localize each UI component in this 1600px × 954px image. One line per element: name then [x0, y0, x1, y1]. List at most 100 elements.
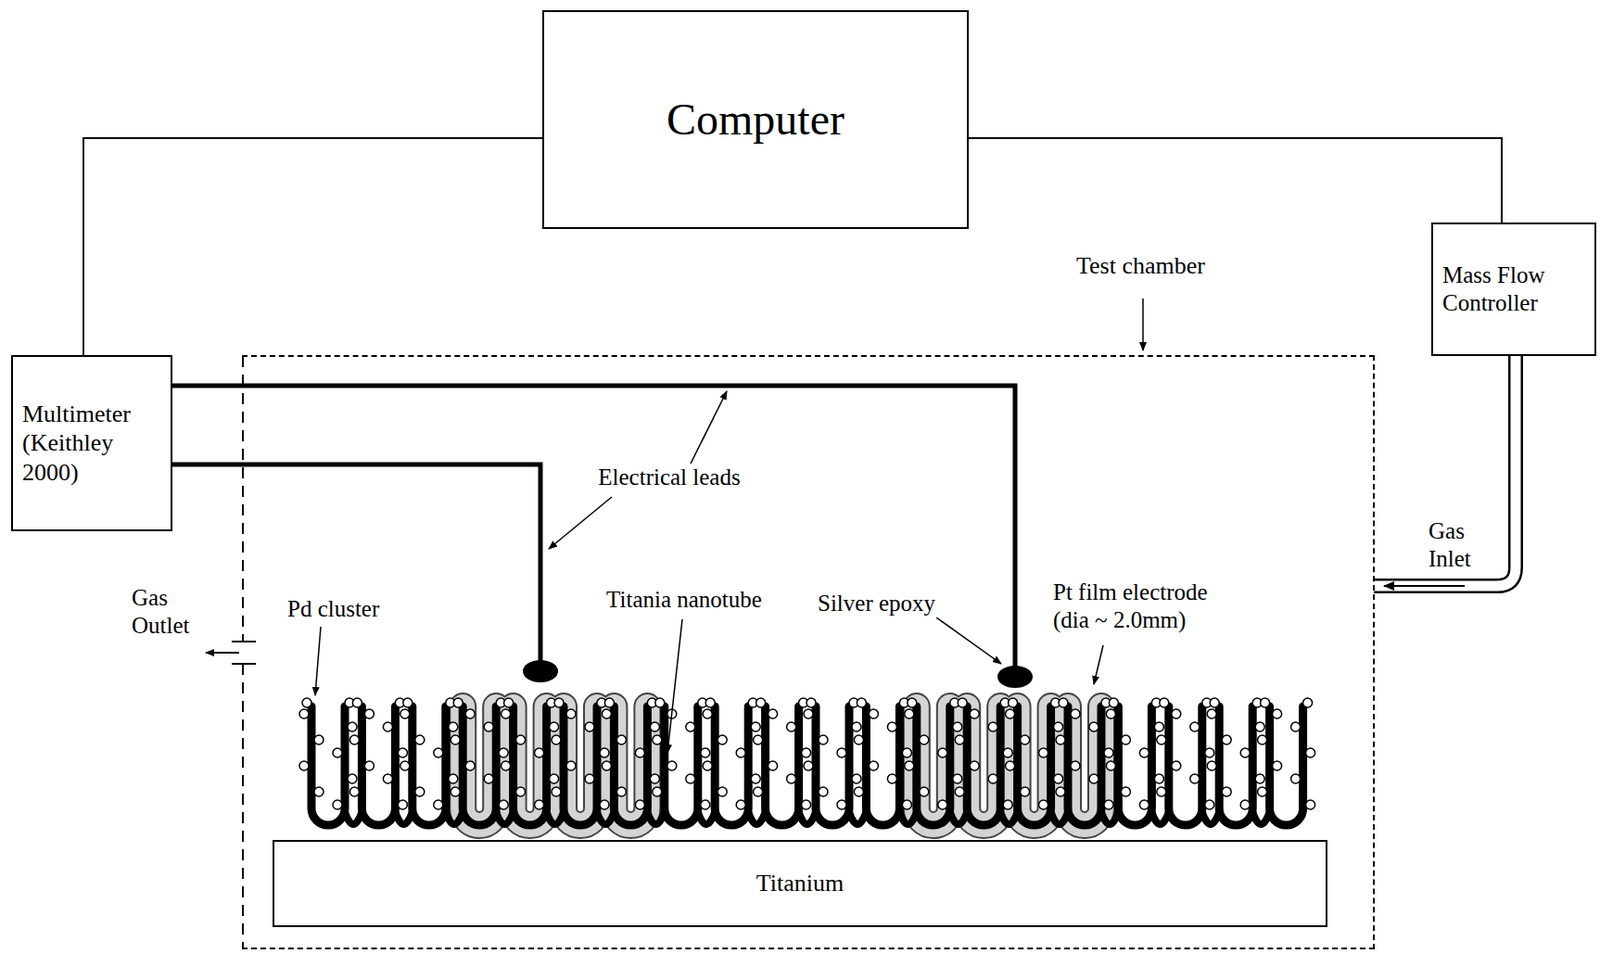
part-label: Electrical leads: [596, 463, 742, 492]
pd-cluster: [498, 800, 508, 810]
pd-cluster: [801, 800, 812, 810]
pd-cluster: [604, 698, 614, 708]
pd-cluster: [702, 761, 712, 771]
nanotube: [1067, 706, 1102, 826]
pd-cluster: [549, 722, 559, 732]
pd-cluster: [1039, 748, 1049, 758]
pd-cluster: [1156, 735, 1167, 745]
lead-wire: [172, 464, 541, 662]
pt-film: [563, 706, 597, 826]
pd-cluster: [702, 709, 712, 719]
pd-cluster: [1139, 800, 1149, 810]
pd-cluster: [1240, 800, 1250, 810]
pd-cluster: [1240, 748, 1250, 758]
pd-cluster: [969, 709, 979, 719]
pd-cluster: [803, 709, 813, 719]
pd-cluster: [1139, 748, 1149, 758]
pd-cluster: [768, 709, 778, 719]
pd-cluster: [516, 735, 526, 745]
connector: [968, 138, 1502, 223]
pd-cluster: [1039, 800, 1049, 810]
pd-cluster: [349, 787, 359, 797]
pd-cluster: [652, 735, 662, 745]
pd-cluster: [717, 787, 727, 797]
nanotube: [1269, 706, 1304, 826]
pd-cluster: [483, 722, 494, 732]
pd-cluster: [1053, 774, 1064, 784]
pd-cluster: [347, 722, 357, 732]
pd-cluster: [652, 787, 662, 797]
pd-cluster: [448, 774, 458, 784]
leader-line: [1093, 645, 1104, 685]
pt-film: [513, 706, 547, 826]
nanotube: [865, 706, 900, 826]
pt-film: [1067, 706, 1102, 826]
box-label: Titanium: [756, 868, 844, 898]
pd-cluster: [1190, 774, 1200, 784]
pd-cluster: [887, 774, 897, 784]
pd-cluster: [400, 709, 410, 719]
nanotube: [1117, 706, 1152, 826]
nanotube: [1017, 706, 1052, 826]
pd-cluster: [601, 709, 611, 719]
nanotube: [361, 706, 395, 826]
pd-cluster: [1255, 774, 1265, 784]
multimeter-box: Multimeter (Keithley 2000): [11, 355, 173, 532]
pd-cluster: [1291, 774, 1301, 784]
pd-cluster: [904, 761, 915, 771]
nanotube: [664, 706, 699, 826]
titanium-substrate: Titanium: [272, 839, 1328, 927]
pd-cluster: [1055, 735, 1066, 745]
box-label: Computer: [666, 92, 845, 147]
pd-cluster: [938, 748, 948, 758]
pd-cluster: [1020, 735, 1030, 745]
pd-cluster: [554, 698, 564, 708]
pd-cluster: [753, 787, 763, 797]
pt-film: [966, 706, 1001, 826]
pd-cluster: [1120, 787, 1131, 797]
pd-cluster: [1154, 722, 1164, 732]
nanotube: [1219, 706, 1253, 826]
part-label: Pt film electrode (dia ~ 2.0mm): [1051, 578, 1241, 635]
silver-epoxy-blob: [522, 660, 559, 683]
pd-cluster: [1120, 735, 1131, 745]
pd-cluster: [299, 709, 309, 719]
pd-cluster: [901, 748, 912, 758]
pd-cluster: [1020, 787, 1030, 797]
pd-cluster: [649, 774, 660, 784]
pd-cluster: [1005, 709, 1016, 719]
pt-film: [613, 706, 648, 826]
pd-cluster: [952, 774, 963, 784]
pd-cluster: [382, 722, 393, 732]
pd-cluster: [1008, 698, 1018, 708]
pd-cluster: [1171, 709, 1181, 719]
pd-cluster: [1003, 748, 1013, 758]
pd-cluster: [483, 774, 494, 784]
pd-cluster: [1303, 698, 1313, 708]
pd-cluster: [787, 722, 797, 732]
pd-cluster: [1070, 761, 1080, 771]
pd-cluster: [837, 748, 847, 758]
pd-cluster: [750, 774, 761, 784]
pd-cluster: [1159, 698, 1169, 708]
pd-cluster: [465, 709, 475, 719]
pd-cluster: [465, 761, 475, 771]
pd-cluster: [433, 748, 444, 758]
leader-line: [690, 391, 727, 464]
pd-cluster: [314, 787, 324, 797]
pd-cluster: [750, 722, 761, 732]
pd-cluster: [649, 722, 660, 732]
pd-cluster: [382, 774, 393, 784]
nanotube: [462, 706, 496, 826]
pd-cluster: [1104, 800, 1114, 810]
pd-cluster: [801, 748, 812, 758]
chamber-wall: [241, 355, 244, 950]
pd-cluster: [450, 787, 460, 797]
pd-cluster: [332, 800, 343, 810]
leader-line: [667, 619, 683, 753]
pd-cluster: [1206, 709, 1217, 719]
nanotube: [1168, 706, 1203, 826]
pt-film: [462, 706, 496, 826]
pd-cluster: [705, 698, 715, 708]
chamber-label: Test chamber: [1076, 251, 1206, 280]
